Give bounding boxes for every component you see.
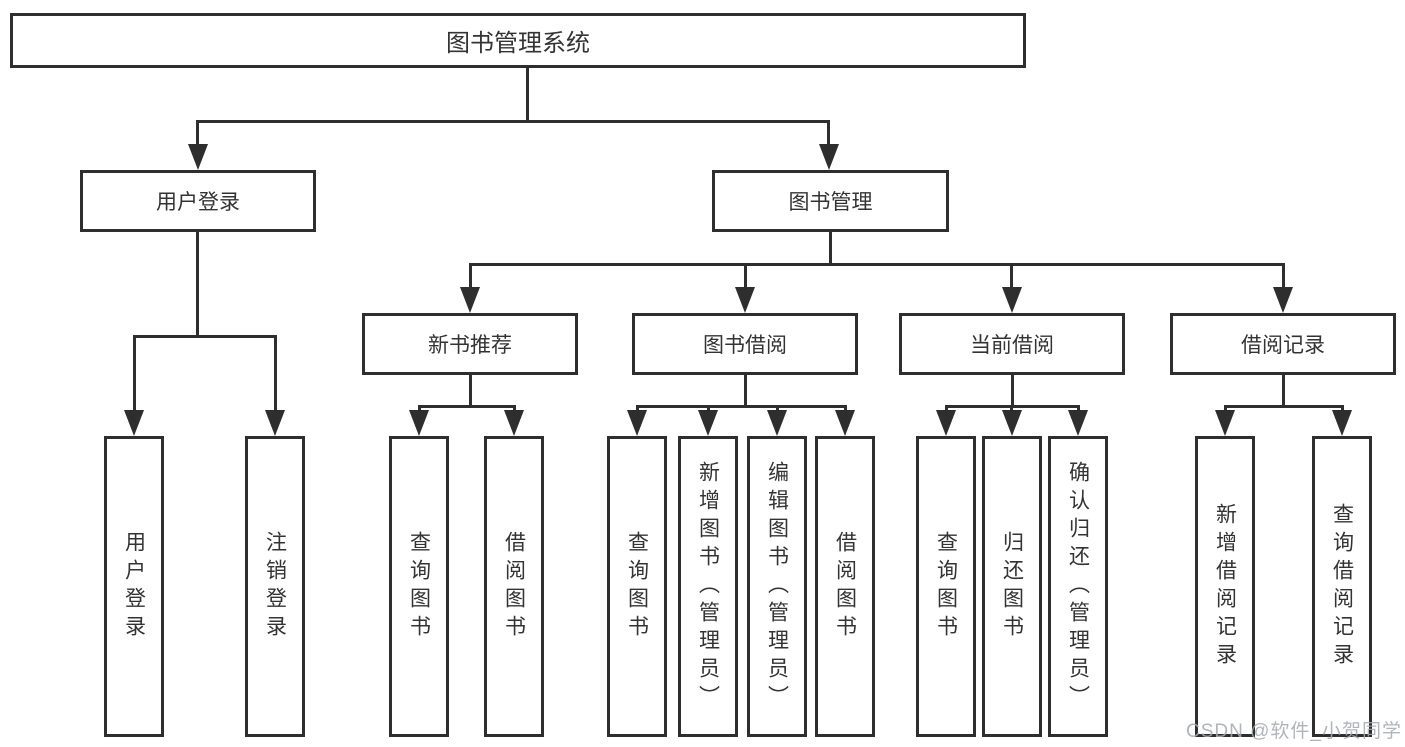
connector-drop-query-books-3: [945, 405, 948, 413]
node-query-books-1-label: 查询图书: [407, 530, 431, 643]
arrowhead-query-record: [1332, 410, 1352, 436]
connector-drop-borrow-books-2: [844, 405, 847, 413]
arrowhead-query-books-2: [627, 410, 647, 436]
node-borrowing-records-label: 借阅记录: [1241, 334, 1325, 357]
node-current-borrowing-label: 当前借阅: [970, 334, 1054, 357]
node-return-books: 归还图书: [982, 436, 1042, 737]
arrowhead-query-books-1: [409, 410, 429, 436]
node-logout-action-label: 注销登录: [263, 530, 287, 643]
node-confirm-return-admin: 确认归还（管理员）: [1048, 436, 1108, 737]
connector-drop-book-borrowing: [744, 263, 747, 287]
node-query-borrow-record-label: 查询借阅记录: [1330, 502, 1354, 671]
connector-drop-query-books-1: [418, 405, 421, 413]
connector-drop-new-book: [469, 263, 472, 287]
node-borrow-books-2: 借阅图书: [815, 436, 875, 737]
connector-drop-logout-action: [274, 335, 277, 412]
connector-drop-borrowing-records: [1282, 263, 1285, 287]
node-borrow-books-1-label: 借阅图书: [502, 530, 526, 643]
connector-drop-book-management: [827, 120, 830, 146]
watermark: CSDN @软件_小贺同学: [1186, 721, 1402, 742]
arrowhead-book-borrowing: [735, 287, 755, 313]
node-new-book-recommendation: 新书推荐: [362, 313, 578, 375]
connector-borrowing-records-stem: [1282, 375, 1285, 405]
arrowhead-query-books-3: [936, 410, 956, 436]
arrowhead-new-book: [460, 287, 480, 313]
node-query-books-1: 查询图书: [389, 436, 449, 737]
node-return-books-label: 归还图书: [1000, 530, 1024, 643]
node-login-action-label: 用户登录: [122, 530, 146, 643]
arrowhead-add-books: [698, 410, 718, 436]
connector-drop-add-books: [707, 405, 710, 413]
arrowhead-borrowing-records: [1273, 287, 1293, 313]
connector-borrowing-records-rail: [1224, 405, 1344, 408]
node-query-books-3-label: 查询图书: [934, 530, 958, 643]
node-book-management-label: 图书管理: [788, 191, 873, 214]
arrowhead-add-record: [1215, 410, 1235, 436]
arrowhead-current-borrowing: [1002, 287, 1022, 313]
node-library-system-label: 图书管理系统: [446, 30, 590, 57]
connector-drop-edit-books: [776, 405, 779, 413]
node-add-books-admin-label: 新增图书（管理员）: [696, 460, 720, 713]
connector-drop-confirm-return: [1077, 405, 1080, 413]
node-new-book-recommendation-label: 新书推荐: [428, 334, 512, 357]
arrowhead-user-login: [188, 144, 208, 170]
node-book-borrowing: 图书借阅: [632, 313, 858, 375]
node-query-books-2: 查询图书: [607, 436, 667, 737]
node-book-management: 图书管理: [712, 170, 949, 232]
arrowhead-borrow-books-2: [835, 410, 855, 436]
connector-drop-current-borrowing: [1010, 263, 1013, 287]
node-borrowing-records: 借阅记录: [1170, 313, 1396, 375]
arrowhead-borrow-books-1: [504, 410, 524, 436]
connector-root-rail: [196, 120, 830, 123]
node-user-login: 用户登录: [80, 170, 316, 232]
connector-new-book-stem: [469, 375, 472, 405]
connector-root-stem: [526, 68, 529, 120]
node-confirm-return-admin-label: 确认归还（管理员）: [1066, 460, 1090, 713]
connector-new-book-rail: [418, 405, 516, 408]
node-add-borrow-record-label: 新增借阅记录: [1213, 502, 1237, 671]
connector-drop-login-action: [133, 335, 136, 412]
connector-book-borrowing-rail: [636, 405, 847, 408]
connector-book-borrowing-stem: [744, 375, 747, 405]
node-book-borrowing-label: 图书借阅: [703, 334, 787, 357]
node-library-system: 图书管理系统: [10, 13, 1026, 68]
arrowhead-edit-books: [767, 410, 787, 436]
connector-current-borrowing-stem: [1011, 375, 1014, 405]
node-query-books-2-label: 查询图书: [625, 530, 649, 643]
connector-drop-query-books-2: [636, 405, 639, 413]
arrowhead-return-books: [1002, 410, 1022, 436]
arrowhead-login-action: [124, 410, 144, 436]
connector-drop-user-login: [196, 120, 199, 146]
connector-drop-return-books: [1010, 405, 1013, 413]
arrowhead-logout-action: [265, 410, 285, 436]
connector-book-management-rail: [469, 263, 1285, 266]
node-add-borrow-record: 新增借阅记录: [1195, 436, 1255, 737]
node-edit-books-admin: 编辑图书（管理员）: [747, 436, 807, 737]
connector-user-login-stem: [196, 232, 199, 335]
node-logout-action: 注销登录: [245, 436, 305, 737]
node-user-login-label: 用户登录: [156, 191, 240, 214]
connector-book-management-stem: [829, 232, 832, 263]
connector-drop-add-record: [1224, 405, 1227, 413]
node-borrow-books-2-label: 借阅图书: [833, 530, 857, 643]
node-query-books-3: 查询图书: [916, 436, 976, 737]
node-edit-books-admin-label: 编辑图书（管理员）: [765, 460, 789, 713]
node-current-borrowing: 当前借阅: [899, 313, 1125, 375]
connector-user-login-rail: [133, 335, 277, 338]
node-query-borrow-record: 查询借阅记录: [1312, 436, 1372, 737]
node-add-books-admin: 新增图书（管理员）: [678, 436, 738, 737]
arrowhead-book-management: [819, 144, 839, 170]
arrowhead-confirm-return: [1068, 410, 1088, 436]
node-borrow-books-1: 借阅图书: [484, 436, 544, 737]
connector-drop-query-record: [1341, 405, 1344, 413]
connector-drop-borrow-books-1: [513, 405, 516, 413]
node-login-action: 用户登录: [104, 436, 164, 737]
